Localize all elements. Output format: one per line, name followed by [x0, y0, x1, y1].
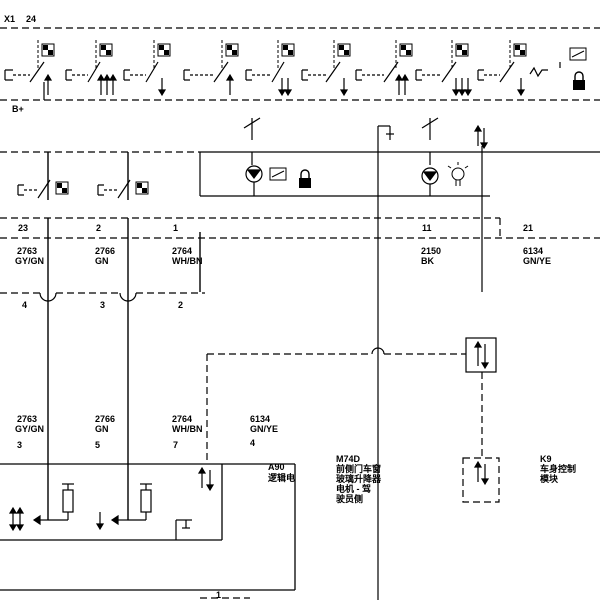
top-pin-21: 21 — [523, 223, 534, 233]
connector-label: X1 — [4, 14, 16, 24]
component-id: A90 — [268, 462, 285, 472]
b-plus-bus — [0, 151, 600, 197]
light-bulb-icon — [447, 162, 469, 186]
mid-pin-2: 2 — [178, 300, 184, 310]
wire-circuit: 2764 — [172, 414, 193, 424]
relay-icon — [225, 43, 239, 57]
wire-pin: 3 — [17, 440, 23, 450]
switch-group-left — [17, 179, 131, 199]
component-name: 逻辑电 — [268, 473, 296, 483]
bidirectional-icon — [197, 466, 215, 492]
a90-arrows — [8, 506, 105, 532]
switch-bank — [4, 61, 561, 100]
connector-pin-label: 24 — [26, 14, 37, 24]
window-icon — [569, 47, 587, 61]
switch-bank-dashes — [37, 40, 511, 70]
relay-icon — [513, 43, 527, 57]
relay-icon — [281, 43, 295, 57]
a90-internal — [32, 483, 192, 540]
wire-circuit: 2766 — [95, 414, 116, 424]
window-icon — [269, 167, 287, 181]
led-indicator-right — [421, 117, 439, 196]
relay-icon — [399, 43, 413, 57]
relay-icon — [455, 43, 469, 57]
wire-circuit: 2763 — [17, 246, 38, 256]
wire-color: GY/GN — [15, 256, 45, 266]
splice-row — [0, 292, 205, 302]
wire-color: GN — [95, 256, 109, 266]
lock-icon — [299, 169, 311, 188]
wire-color: GN/YE — [250, 424, 279, 434]
bidirectional-icon — [473, 124, 489, 150]
relay-icon — [99, 43, 113, 57]
wire-circuit: 6134 — [250, 414, 271, 424]
component-id: M74D — [336, 454, 361, 464]
wire-circuit: 2766 — [95, 246, 116, 256]
relay-icon — [135, 181, 149, 195]
top-pin-2: 2 — [96, 223, 102, 233]
wire-circuit: 2150 — [421, 246, 442, 256]
upper-connector — [0, 217, 600, 239]
wire-color: WH/BN — [172, 424, 203, 434]
relay-icon — [337, 43, 351, 57]
top-pin-11: 11 — [422, 223, 432, 233]
wire-bundle — [47, 152, 201, 520]
relay-icon — [157, 43, 171, 57]
bottom-pin: 1 — [216, 590, 222, 600]
mid-pin-3: 3 — [100, 300, 106, 310]
wire-circuit: 2764 — [172, 246, 193, 256]
switch-bank-arrows — [43, 73, 526, 97]
wire-circuit: 2763 — [17, 414, 38, 424]
wire-color: BK — [421, 256, 434, 266]
top-pin-1: 1 — [173, 223, 179, 233]
wire-color: GN/YE — [523, 256, 552, 266]
bidirectional-icon — [473, 460, 490, 486]
component-name: 前侧门车窗 玻璃升降器 电机 - 驾 驶员侧 — [336, 464, 382, 504]
component-name: 车身控制 模块 — [540, 464, 577, 484]
wire-color: GY/GN — [15, 424, 45, 434]
a90-module — [0, 463, 296, 591]
relay-icon — [55, 181, 69, 195]
k9-routing — [206, 337, 500, 503]
bidirectional-icon — [473, 340, 490, 370]
wire-circuit: 6134 — [523, 246, 544, 256]
top-pin-23: 23 — [18, 223, 29, 233]
ground-connector — [377, 125, 394, 600]
led-indicator-left — [243, 117, 263, 196]
wire-color: WH/BN — [172, 256, 203, 266]
supply-label: B+ — [12, 104, 24, 114]
wire-pin: 7 — [173, 440, 179, 450]
mid-pin-4: 4 — [22, 300, 28, 310]
wire-pin: 4 — [250, 438, 256, 448]
wire-pin: 5 — [95, 440, 101, 450]
relay-icon — [41, 43, 55, 57]
component-id: K9 — [540, 454, 552, 464]
lock-icon — [573, 71, 585, 90]
wire-color: GN — [95, 424, 109, 434]
